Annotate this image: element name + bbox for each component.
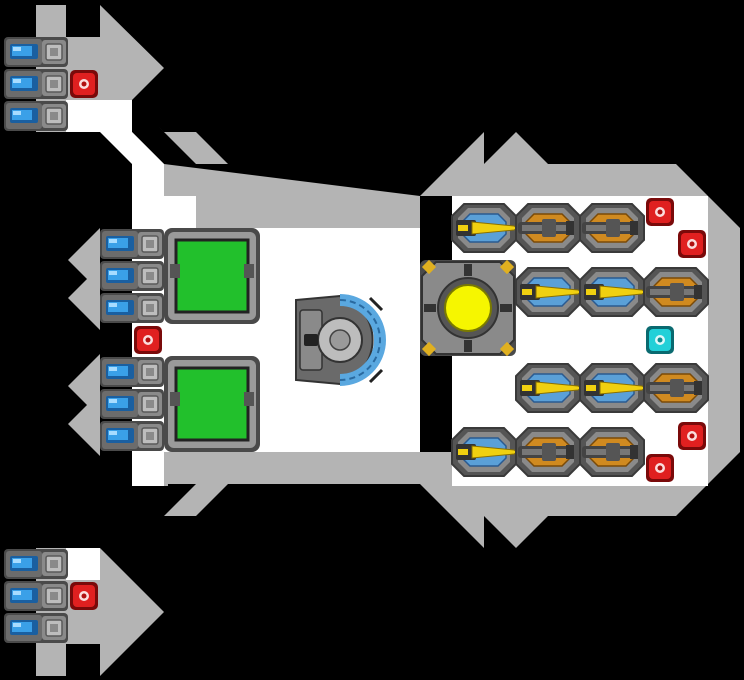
red-module-icon[interactable] — [646, 454, 674, 482]
red-module-icon[interactable] — [134, 326, 162, 354]
red-module-icon[interactable] — [678, 422, 706, 450]
red-module-icon[interactable] — [646, 198, 674, 226]
cargo-bay-icon[interactable] — [164, 356, 260, 452]
thruster-icon — [3, 612, 69, 644]
cannon-turret-icon[interactable] — [643, 363, 709, 413]
thruster-icon — [99, 420, 165, 452]
thruster-icon — [99, 260, 165, 292]
cannon-turret-icon[interactable] — [515, 427, 581, 477]
laser-turret-icon[interactable] — [515, 267, 583, 317]
thruster-icon — [99, 388, 165, 420]
cannon-turret-icon[interactable] — [515, 203, 581, 253]
thruster-icon — [99, 292, 165, 324]
laser-turret-icon[interactable] — [515, 363, 583, 413]
red-module-icon[interactable] — [70, 582, 98, 610]
red-module-icon[interactable] — [70, 70, 98, 98]
reactor-icon[interactable] — [420, 259, 516, 357]
cargo-bay-icon[interactable] — [164, 228, 260, 324]
laser-turret-icon[interactable] — [451, 203, 519, 253]
thruster-icon — [3, 100, 69, 132]
thruster-icon — [3, 68, 69, 100]
thruster-icon — [99, 228, 165, 260]
red-module-icon[interactable] — [678, 230, 706, 258]
thruster-group-bottom — [3, 548, 69, 644]
thruster-group-top — [3, 36, 69, 132]
cannon-turret-icon[interactable] — [579, 203, 645, 253]
command-core-icon[interactable] — [295, 294, 386, 386]
laser-turret-icon[interactable] — [579, 267, 647, 317]
cannon-turret-icon[interactable] — [579, 427, 645, 477]
thruster-icon — [3, 548, 69, 580]
cannon-turret-icon[interactable] — [643, 267, 709, 317]
laser-turret-icon[interactable] — [579, 363, 647, 413]
thruster-icon — [3, 36, 69, 68]
thruster-icon — [3, 580, 69, 612]
cyan-module-icon[interactable] — [646, 326, 674, 354]
thruster-icon — [99, 356, 165, 388]
laser-turret-icon[interactable] — [451, 427, 519, 477]
